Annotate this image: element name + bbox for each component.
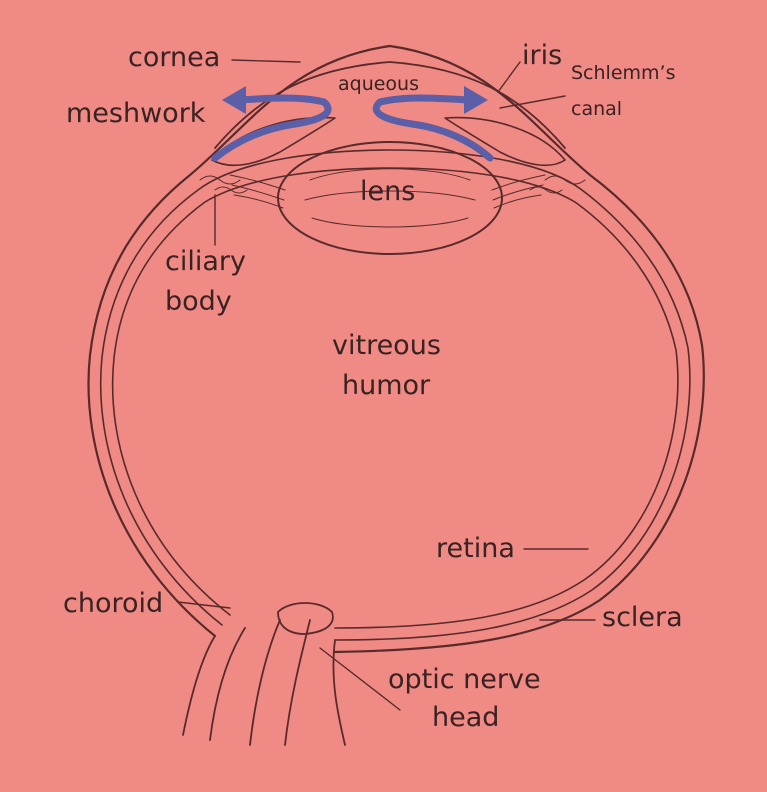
label-schlemms-canal-2: canal — [571, 100, 622, 120]
label-optic-nerve-head-2: head — [432, 704, 499, 732]
optic-disc — [278, 603, 333, 634]
label-optic-nerve-head-1: optic nerve — [388, 666, 541, 694]
label-ciliary-body-2: body — [165, 288, 232, 316]
label-schlemms-canal-1: Schlemm’s — [571, 64, 675, 84]
iris-left — [212, 118, 335, 166]
optic-nerve-outline — [183, 620, 345, 745]
label-meshwork: meshwork — [66, 100, 205, 128]
label-aqueous: aqueous — [338, 75, 419, 95]
label-sclera: sclera — [602, 604, 683, 632]
label-iris: iris — [522, 42, 562, 70]
cornea-leader — [232, 60, 300, 62]
iris-leader — [498, 62, 520, 92]
aqueous-flow-arrow-left — [215, 98, 328, 158]
label-vitreous-humor-1: vitreous — [332, 332, 441, 360]
label-choroid: choroid — [63, 590, 163, 618]
label-ciliary-body-1: ciliary — [165, 248, 246, 276]
arrowhead-right — [464, 86, 488, 114]
label-vitreous-humor-2: humor — [342, 372, 430, 400]
arrowhead-left — [222, 86, 246, 114]
label-cornea: cornea — [128, 44, 220, 72]
choroid-leader — [178, 602, 230, 608]
label-retina: retina — [436, 535, 515, 563]
label-lens: lens — [360, 178, 415, 206]
